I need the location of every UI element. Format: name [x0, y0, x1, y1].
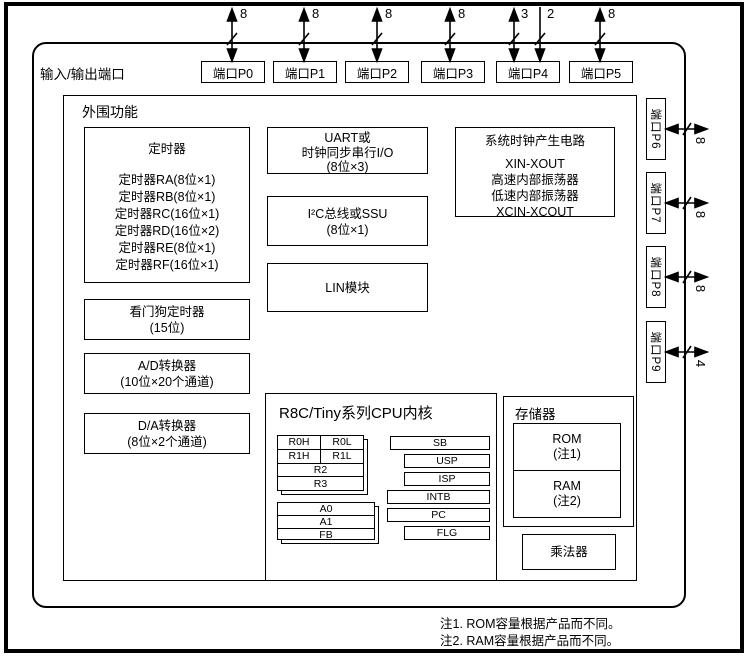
bus-width-p9: 4 [693, 359, 709, 368]
timer-item: 定时器RF(16位×1) [115, 258, 219, 272]
timer-item: 定时器RE(8位×1) [118, 241, 216, 255]
watchdog-line1: 看门狗定时器 [129, 305, 205, 319]
port-p7-label: 端口P7 [649, 182, 661, 224]
multiplier-label: 乘法器 [550, 545, 588, 559]
port-p6-label: 端口P6 [649, 108, 661, 150]
port-p9-label: 端口P9 [649, 331, 661, 373]
port-p4-label: 端口P4 [507, 66, 549, 81]
i2c-line1: I²C总线或SSU [307, 207, 388, 221]
timer-item: 定时器RC(16位×1) [114, 207, 220, 221]
figure-frame [4, 2, 744, 653]
bus-width-p5: 8 [608, 6, 616, 21]
dac-block: D/A转换器 (8位×2个通道) [84, 413, 250, 454]
reg-sb: SB [390, 436, 490, 450]
io-ports-label: 输入/输出端口 [40, 67, 125, 82]
bus-width-p8: 8 [693, 284, 709, 293]
port-p7: 端口P7 [646, 172, 666, 234]
port-p0: 端口P0 [201, 61, 265, 83]
ram-cell: RAM (注2) [514, 471, 620, 509]
bus-width-p4-in: 2 [547, 6, 555, 21]
timer-item: 定时器RB(8位×1) [118, 190, 216, 204]
rom-note: (注1) [553, 447, 581, 461]
adc-line1: A/D转换器 [137, 359, 197, 373]
uart-line2: 时钟同步串行I/O [301, 145, 394, 160]
timer-block: 定时器 定时器RA(8位×1) 定时器RB(8位×1) 定时器RC(16位×1)… [84, 127, 250, 283]
ram-note: (注2) [553, 494, 581, 508]
port-p5: 端口P5 [569, 61, 633, 83]
timer-item: 定时器RD(16位×2) [114, 224, 220, 238]
reg-r3: R3 [313, 477, 328, 490]
adc-line2: (10位×20个通道) [120, 375, 214, 389]
dac-line2: (8位×2个通道) [127, 435, 207, 449]
footnote-1: 注1. ROM容量根据产品而不同。 [440, 617, 621, 631]
uart-line3: (8位×3) [326, 160, 369, 174]
port-p2: 端口P2 [345, 61, 409, 83]
watchdog-line2: (15位) [149, 321, 185, 335]
reg-intb: INTB [387, 490, 490, 504]
peripheral-functions-label: 外围功能 [82, 104, 138, 120]
reg-a0: A0 [319, 503, 333, 515]
bus-width-p3: 8 [458, 6, 466, 21]
ram-label: RAM [553, 479, 581, 493]
port-p1: 端口P1 [273, 61, 337, 83]
port-p6: 端口P6 [646, 98, 666, 160]
uart-block: UART或 时钟同步串行I/O (8位×3) [267, 127, 428, 174]
port-p1-label: 端口P1 [284, 66, 326, 81]
port-p0-label: 端口P0 [212, 66, 254, 81]
reg-r0l: R0L [332, 436, 352, 449]
reg-fb: FB [319, 529, 333, 541]
bus-width-p1: 8 [312, 6, 320, 21]
clock-item: XIN-XOUT [505, 157, 565, 171]
reg-r0h: R0H [278, 436, 321, 449]
cpu-core-title: R8C/Tiny系列CPU内核 [279, 405, 433, 422]
port-p9: 端口P9 [646, 321, 666, 383]
bus-width-p0: 8 [240, 6, 248, 21]
port-p5-label: 端口P5 [580, 66, 622, 81]
uart-line1: UART或 [324, 131, 371, 145]
bus-width-p2: 8 [385, 6, 393, 21]
reg-isp: ISP [404, 472, 490, 486]
cpu-core-block [265, 393, 497, 581]
reg-pc: PC [387, 508, 490, 522]
port-p8: 端口P8 [646, 246, 666, 308]
clock-title: 系统时钟产生电路 [484, 134, 585, 148]
timer-item: 定时器RA(8位×1) [118, 173, 216, 187]
cpu-register-bank-r: R0H R0L R1H R1L R2 R3 [277, 435, 368, 495]
port-p4: 端口P4 [496, 61, 560, 83]
system-clock-block: 系统时钟产生电路 XIN-XOUT 高速内部振荡器 低速内部振荡器 XCIN-X… [455, 127, 615, 219]
clock-item: 高速内部振荡器 [491, 173, 579, 187]
rom-cell: ROM (注1) [514, 424, 620, 471]
port-p2-label: 端口P2 [356, 66, 398, 81]
rom-label: ROM [552, 432, 582, 446]
reg-flg: FLG [404, 526, 490, 540]
clock-item: 低速内部振荡器 [491, 189, 579, 203]
reg-a1: A1 [319, 516, 333, 528]
lin-label: LIN模块 [325, 280, 370, 295]
reg-usp: USP [404, 454, 490, 468]
rom-ram-box: ROM (注1) RAM (注2) [513, 423, 621, 518]
reg-r2: R2 [313, 463, 328, 476]
chip-boundary [32, 42, 686, 608]
multiplier-block: 乘法器 [522, 534, 616, 570]
clock-item: XCIN-XCOUT [496, 205, 574, 219]
memory-title: 存储器 [515, 407, 556, 422]
adc-block: A/D转换器 (10位×20个通道) [84, 353, 250, 394]
reg-r1l: R1L [332, 450, 352, 463]
i2c-line2: (8位×1) [326, 223, 369, 237]
port-p8-label: 端口P8 [649, 256, 661, 298]
bus-width-p6: 8 [693, 136, 709, 145]
i2c-ssu-block: I²C总线或SSU (8位×1) [267, 196, 428, 246]
dac-line1: D/A转换器 [137, 419, 197, 433]
port-p3-label: 端口P3 [432, 66, 474, 81]
watchdog-timer-block: 看门狗定时器 (15位) [84, 299, 250, 340]
footnote-2: 注2. RAM容量根据产品而不同。 [440, 634, 620, 648]
lin-block: LIN模块 [267, 263, 428, 312]
timer-title: 定时器 [148, 142, 186, 156]
cpu-register-bank-a: A0 A1 FB [277, 502, 379, 544]
reg-r1h: R1H [278, 449, 321, 463]
bus-width-p7: 8 [693, 210, 709, 219]
bus-width-p4-bidir: 3 [521, 6, 529, 21]
port-p3: 端口P3 [421, 61, 485, 83]
